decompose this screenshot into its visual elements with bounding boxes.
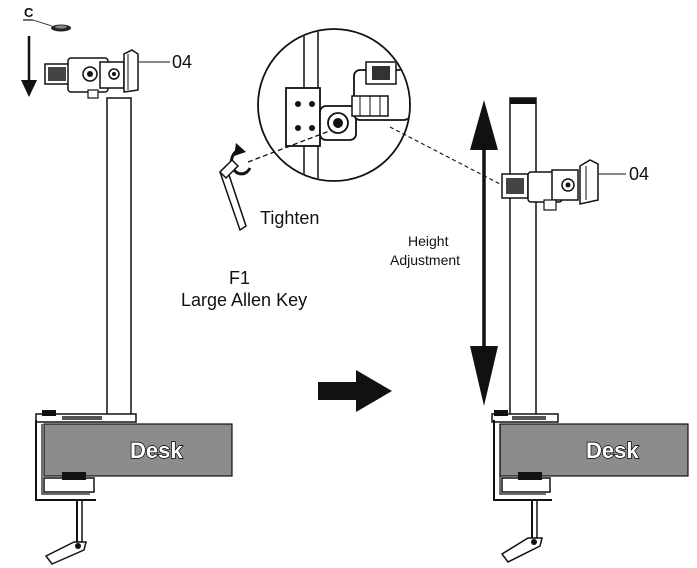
detail-inset	[247, 28, 501, 185]
pole-left	[106, 97, 132, 417]
part-04-label-right: 04	[629, 164, 649, 184]
c-clamp-left	[35, 420, 96, 565]
tighten-label: Tighten	[260, 208, 319, 228]
part-04-label-left: 04	[172, 52, 192, 72]
monitor-mount-head-right	[501, 159, 599, 211]
next-step-arrow-icon	[318, 370, 392, 412]
c-clamp-right	[493, 420, 552, 563]
desk-label-right: Desk	[586, 438, 639, 463]
height-adjustment-label-1: Height	[408, 233, 449, 249]
down-arrow-icon	[21, 36, 37, 97]
part-c-label: C	[24, 5, 34, 20]
monitor-mount-head	[44, 49, 139, 99]
tool-name-label: Large Allen Key	[181, 290, 307, 310]
height-adjustment-label-2: Adjustment	[390, 252, 460, 268]
left-assembly: C 04	[21, 5, 233, 565]
desk-right	[499, 423, 689, 477]
clamp-top-left	[35, 410, 137, 423]
desk-label-left: Desk	[130, 438, 183, 463]
clamp-top-right	[491, 410, 559, 423]
tool-code-label: F1	[229, 268, 250, 288]
pole-right	[509, 97, 537, 417]
right-assembly: Height Adjustment 04 Desk	[390, 97, 689, 563]
double-headed-arrow-icon	[470, 100, 498, 406]
desk-left	[43, 423, 233, 477]
washer-part-c	[51, 24, 71, 32]
allen-key-icon	[218, 158, 247, 232]
